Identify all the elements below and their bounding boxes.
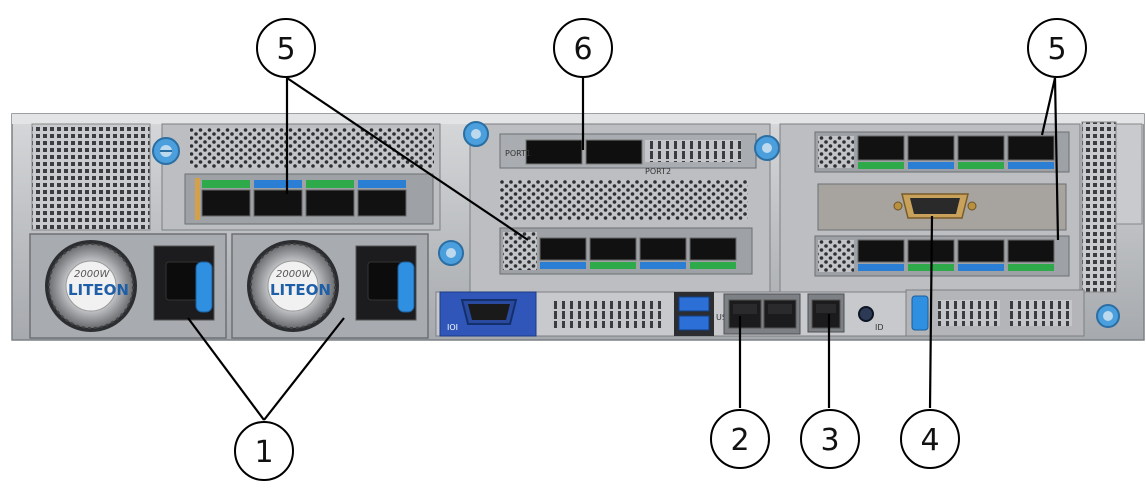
sfp-port[interactable] [589,237,637,261]
psu-wattage: 2000W [276,269,312,280]
sfp-port[interactable] [957,239,1005,263]
sfp-port[interactable] [1007,239,1055,263]
right-top-nic-card [857,135,1055,169]
svg-text:3: 3 [820,423,839,458]
psu-release-tab[interactable] [195,261,213,313]
psu-brand-logo: LITEON [68,281,129,299]
callout-1: 1 [234,421,294,481]
usb-port-2[interactable] [678,315,710,331]
callout-5-left: 5 [256,18,316,78]
left-riser [152,123,441,231]
dual-lan-ports [723,293,801,335]
thumbscrew-icon[interactable] [438,240,464,266]
ocp-slot [905,289,1120,337]
vga-icon: IOI [447,323,458,332]
vga-port[interactable]: IOI [439,291,537,337]
psu-brand-logo: LITEON [270,281,331,299]
middle-riser: PORT1 PORT2 [438,121,780,293]
psu-wattage: 2000W [74,269,110,280]
callout-4: 4 [900,409,960,469]
sfp-port[interactable] [201,189,251,217]
qsfp-card: PORT1 PORT2 [505,139,671,176]
serial-port[interactable] [893,193,977,219]
port2-label: PORT2 [645,167,671,176]
psu-release-tab[interactable] [397,261,415,313]
sfp-port[interactable] [857,239,905,263]
right-bottom-nic-card [857,239,1055,271]
fan-icon: 2000W LITEON [247,240,339,332]
callout-2: 2 [710,409,770,469]
usb-ports: USB [674,292,732,336]
sfp-port[interactable] [639,237,687,261]
sfp-port[interactable] [253,189,303,217]
fan-icon: 2000W LITEON [45,240,137,332]
callout-6: 6 [553,18,613,78]
ocp-release-tab[interactable] [911,295,929,331]
thumbscrew-icon[interactable] [463,121,489,147]
svg-text:1: 1 [254,435,273,470]
svg-text:6: 6 [573,32,592,67]
id-label: ID [875,323,884,332]
qsfp-port-1[interactable] [525,139,583,165]
sfp-port[interactable] [357,189,407,217]
left-nic-card [195,178,407,220]
svg-text:5: 5 [1047,32,1066,67]
thumbscrew-icon[interactable] [754,135,780,161]
sfp-port[interactable] [539,237,587,261]
middle-nic-card [539,237,737,269]
sfp-port[interactable] [857,135,905,161]
sfp-port[interactable] [907,135,955,161]
sfp-port[interactable] [957,135,1005,161]
callout-3: 3 [800,409,860,469]
io-panel: IOI USB ID [435,291,907,337]
management-lan-port[interactable] [807,293,845,333]
thumbscrew-icon[interactable] [152,137,180,165]
callouts: 5 6 5 1 2 3 4 [234,18,1087,481]
right-riser [779,123,1081,293]
sfp-port[interactable] [689,237,737,261]
usb-port-1[interactable] [678,296,710,312]
sfp-port[interactable] [1007,135,1055,161]
svg-text:4: 4 [920,423,939,458]
port1-label: PORT1 [505,149,531,158]
power-supply-2: 2000W LITEON [231,233,429,339]
svg-text:2: 2 [730,423,749,458]
callout-5-right: 5 [1027,18,1087,78]
id-button[interactable]: ID [858,306,884,332]
qsfp-port-2[interactable] [585,139,643,165]
sfp-port[interactable] [305,189,355,217]
power-supply-1: 2000W LITEON [29,233,227,339]
svg-text:5: 5 [276,32,295,67]
leader-lines [187,77,1060,421]
thumbscrew-icon[interactable] [1096,304,1120,328]
